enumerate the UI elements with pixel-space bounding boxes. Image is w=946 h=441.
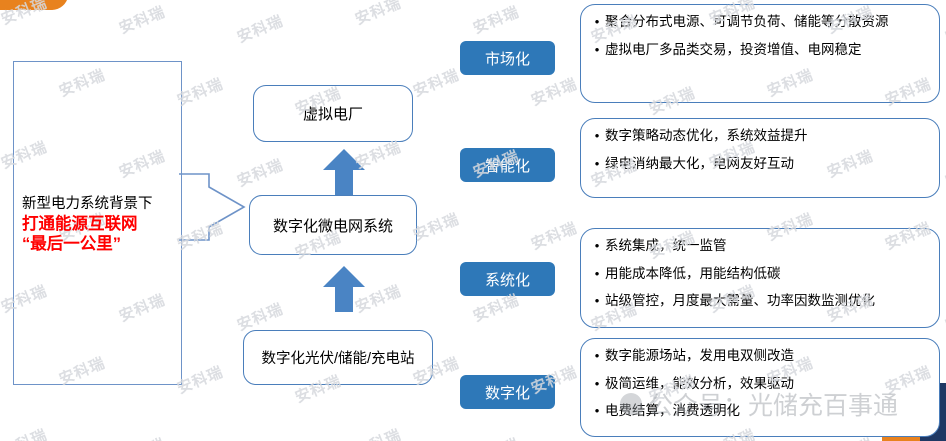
badge-intelligentization[interactable]: 智能化 bbox=[460, 148, 555, 182]
badge-systematization[interactable]: 系统化 bbox=[460, 262, 555, 296]
bullet-text: 站级管控，月度最大需量、功率因数监测优化 bbox=[605, 293, 875, 309]
watermark-text: 安科瑞 bbox=[352, 0, 404, 29]
watermark-text: 安科瑞 bbox=[470, 2, 522, 38]
bullet-dot-icon: • bbox=[594, 238, 600, 253]
watermark-text: 安科瑞 bbox=[116, 2, 168, 38]
bullet-dot-icon: • bbox=[594, 293, 600, 309]
detail-card-systematization[interactable]: • 系统集成，统一监管 • 用能成本降低，用能结构低碳 • 站级管控，月度最大需量、功率因… bbox=[580, 228, 940, 328]
center-box-digital-microgrid[interactable]: 数字化微电网系统 bbox=[249, 195, 417, 255]
watermark-text: 安科瑞 bbox=[470, 433, 522, 441]
badge-marketization[interactable]: 市场化 bbox=[460, 41, 555, 75]
watermark-text: 安科瑞 bbox=[0, 424, 50, 441]
bullet-item: • 用能成本降低，用能结构低碳 bbox=[589, 265, 929, 284]
bullet-text: 极简运维，能效分析，效果驱动 bbox=[605, 375, 794, 391]
bullet-item: • 极简运维，能效分析，效果驱动 bbox=[589, 375, 929, 394]
watermark-text: 安科瑞 bbox=[234, 11, 286, 47]
watermark-text: 安科瑞 bbox=[410, 65, 462, 101]
detail-card-intelligentization[interactable]: • 数字策略动态优化，系统效益提升 • 绿电消纳最大化，电网友好互动 bbox=[580, 118, 940, 198]
watermark-text: 安科瑞 bbox=[942, 155, 946, 191]
bullet-item: • 系统集成，统一监管 bbox=[589, 237, 929, 256]
center-box-virtual-power-plant[interactable]: 虚拟电厂 bbox=[253, 85, 413, 142]
center-box-digital-pv-storage-charging[interactable]: 数字化光伏/储能/充电站 bbox=[243, 330, 433, 385]
bullet-dot-icon: • bbox=[594, 375, 600, 391]
left-headline: 新型电力系统背景下 打通能源互联网 “最后一公里” bbox=[22, 196, 232, 254]
watermark-text: 安科瑞 bbox=[528, 74, 580, 110]
bullet-text: 系统集成，统一监管 bbox=[605, 238, 727, 253]
up-arrow-icon-upper bbox=[322, 148, 366, 201]
watermark-text: 安科瑞 bbox=[116, 433, 168, 441]
bullet-text: 数字能源场站，发用电双侧改造 bbox=[605, 348, 794, 363]
left-headline-line-3: “最后一公里” bbox=[22, 234, 121, 253]
bullet-dot-icon: • bbox=[594, 41, 600, 57]
badge-digitalization[interactable]: 数字化 bbox=[460, 375, 555, 409]
bullet-dot-icon: • bbox=[594, 265, 600, 281]
left-headline-line-2: 打通能源互联网 bbox=[22, 214, 138, 233]
bullet-text: 数字策略动态优化，系统效益提升 bbox=[605, 128, 808, 143]
corner-decoration-bottom-right-accent bbox=[882, 434, 920, 441]
bullet-dot-icon: • bbox=[594, 128, 600, 143]
detail-card-marketization[interactable]: • 聚合分布式电源、可调节负荷、储能等分散资源 • 虚拟电厂多品类交易，投资增值、电网… bbox=[580, 4, 940, 103]
bullet-item: • 数字策略动态优化，系统效益提升 bbox=[589, 127, 929, 146]
bullet-text: 聚合分布式电源、可调节负荷、储能等分散资源 bbox=[605, 14, 889, 29]
bullet-dot-icon: • bbox=[594, 155, 600, 171]
bullet-item: • 聚合分布式电源、可调节负荷、储能等分散资源 bbox=[589, 13, 929, 32]
watermark-text: 安科瑞 bbox=[352, 424, 404, 441]
detail-card-digitalization[interactable]: • 数字能源场站，发用电双侧改造 • 极简运维，能效分析，效果驱动 • 电费结算，消费透明… bbox=[580, 338, 940, 437]
watermark-text: 安科瑞 bbox=[528, 218, 580, 254]
bullet-dot-icon: • bbox=[594, 403, 600, 419]
bullet-text: 绿电消纳最大化，电网友好互动 bbox=[605, 155, 794, 171]
corner-decoration-top-left bbox=[0, 0, 70, 10]
bullet-dot-icon: • bbox=[594, 14, 600, 29]
bullet-item: • 站级管控，月度最大需量、功率因数监测优化 bbox=[589, 292, 929, 311]
bullet-text: 用能成本降低，用能结构低碳 bbox=[605, 265, 781, 281]
left-headline-line-1: 新型电力系统背景下 bbox=[22, 196, 153, 212]
bullet-item: • 数字能源场站，发用电双侧改造 bbox=[589, 347, 929, 366]
bullet-text: 虚拟电厂多品类交易，投资增值、电网稳定 bbox=[605, 41, 862, 57]
flow-arrow-right-icon bbox=[178, 173, 246, 246]
bullet-item: • 电费结算，消费透明化 bbox=[589, 402, 929, 421]
bullet-item: • 绿电消纳最大化，电网友好互动 bbox=[589, 155, 929, 174]
watermark-text: 安科瑞 bbox=[942, 11, 946, 47]
watermark-text: 安科瑞 bbox=[410, 209, 462, 245]
up-arrow-icon-lower bbox=[322, 265, 366, 318]
bullet-text: 电费结算，消费透明化 bbox=[605, 403, 740, 419]
bullet-item: • 虚拟电厂多品类交易，投资增值、电网稳定 bbox=[589, 41, 929, 60]
left-frame-box bbox=[13, 61, 182, 385]
bullet-dot-icon: • bbox=[594, 348, 600, 363]
watermark-text: 安科瑞 bbox=[942, 299, 946, 335]
